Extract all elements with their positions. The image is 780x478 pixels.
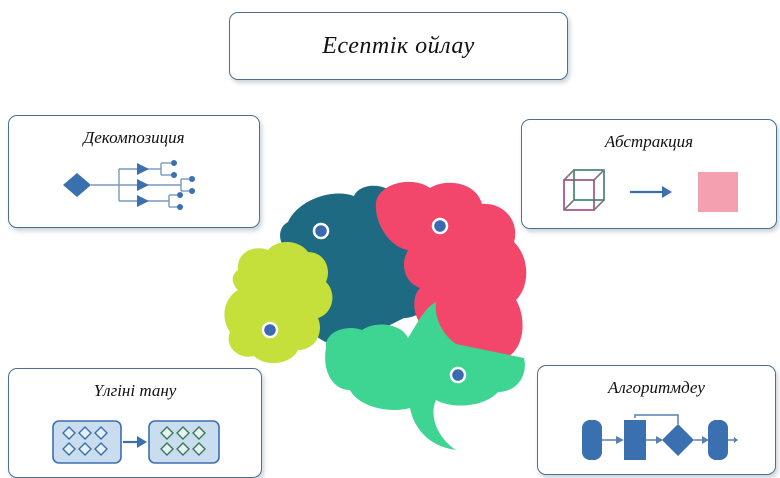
algorithm-box: Алгоритмдеу: [537, 365, 776, 475]
flowchart-icon: [582, 414, 738, 460]
pattern-recognition-box: Үлгіні тану: [8, 368, 262, 478]
decomposition-tree-icon: [63, 160, 195, 210]
brain-green-lobe: [325, 302, 525, 450]
decomposition-label: Декомпозиция: [83, 128, 185, 147]
pattern-match-icon: [52, 420, 220, 464]
brain-dot-teal: [312, 222, 330, 240]
brain-dot-green: [449, 366, 467, 384]
abstraction-label: Абстракция: [604, 132, 694, 151]
pattern-recognition-label: Үлгіні тану: [93, 381, 177, 400]
cube-to-square-icon: [563, 169, 738, 212]
algorithm-label: Алгоритмдеу: [608, 378, 705, 397]
brain-lime-lobe: [224, 241, 333, 364]
brain-illustration: [224, 181, 527, 450]
title-box: Есептік ойлау: [229, 12, 568, 80]
page-title: Есептік ойлау: [322, 33, 475, 59]
abstraction-box: Абстракция: [521, 119, 777, 229]
decomposition-box: Декомпозиция: [8, 115, 260, 228]
brain-dot-lime: [261, 321, 279, 339]
brain-dot-pink: [431, 217, 449, 235]
brain-pink-lobe: [375, 181, 527, 358]
